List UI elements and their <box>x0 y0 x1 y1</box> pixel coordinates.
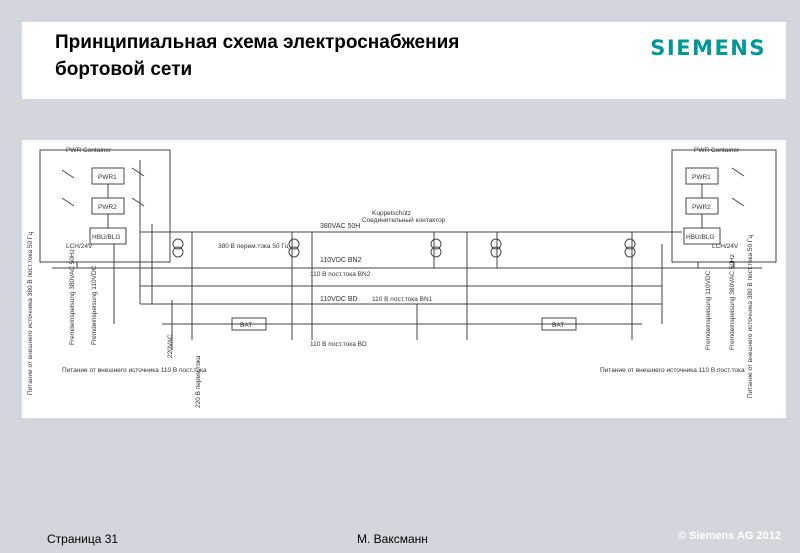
left-vert-1: Питание от внешнего источника 380 В пост… <box>27 232 34 395</box>
header-panel: Принципиальная схема электроснабжения бо… <box>22 22 786 99</box>
siemens-logo: SIEMENS <box>650 36 766 60</box>
bus-bn2-ru-label: 110 В пост.тока BN2 <box>310 271 371 278</box>
ext-left-label: Питание от внешнего источника 110 В пост… <box>62 367 207 374</box>
right-hbu-label: HBU/BLG <box>686 234 715 241</box>
left-lch-label: LCH/24V <box>66 243 93 250</box>
author: М. Ваксманн <box>357 532 428 546</box>
bus-bd-label: 110VDC BD <box>320 296 358 303</box>
left-pwr1-label: PWR1 <box>98 174 117 181</box>
coupler-subtitle: Соединительный контактор <box>362 216 446 224</box>
bus-bd-ru-label: 110 В пост.тока BD <box>310 341 367 348</box>
left-title: PWR Container <box>66 147 112 154</box>
bus-380-label: 380VAC 50H <box>320 223 360 230</box>
right-lch-label: LCH/24V <box>712 243 739 250</box>
left-bat-label: BAT <box>240 322 252 329</box>
page-number: Страница 31 <box>47 532 119 546</box>
power-supply-diagram: PWR Container PWR1 PWR2 HBU/BLG LCH/24V … <box>22 140 786 418</box>
left-hbu-label: HBU/BLG <box>92 234 121 241</box>
right-bat-box <box>541 317 577 331</box>
right-vert-3: Питание от внешнего источника 380 В пост… <box>747 235 754 398</box>
ext-right-label: Питание от внешнего источника 110 В пост… <box>600 367 745 374</box>
right-title: PWR Container <box>694 147 740 154</box>
right-container-box <box>671 149 777 263</box>
left-pwr2-label: PWR2 <box>98 204 117 211</box>
coupler-title: Kuppelschütz <box>372 210 411 217</box>
right-pwr1-label: PWR1 <box>692 174 711 181</box>
bus-bn2-label: 110VDC BN2 <box>320 257 362 264</box>
right-bat-label: BAT <box>552 322 564 329</box>
right-vert-2: Fremdeinspeisung 380VAC 50Hz <box>729 254 736 350</box>
bus-bn1-ru-label: 110 В пост.тока BN1 <box>372 296 433 303</box>
left-container-box <box>39 149 171 263</box>
schematic-svg: PWR Container PWR1 PWR2 HBU/BLG LCH/24V … <box>27 147 777 408</box>
left-vert-3: Fremdeinspeisung 110VDC <box>91 265 98 345</box>
copyright: © Siemens AG 2012 <box>677 530 781 542</box>
left-bat-box <box>231 317 267 331</box>
right-pwr2-label: PWR2 <box>692 204 711 211</box>
left-vert-2: Fremdeinspeisung 380VAC 50Hz <box>69 249 76 345</box>
right-vert-1: Fremdeinspeisung 110VDC <box>705 270 712 350</box>
bus-380-ru-label: 380 В перем.тока 50 Гц <box>218 243 289 250</box>
label-220-ru: 220 В перем.тока <box>195 355 202 408</box>
page-title: Принципиальная схема электроснабжения бо… <box>55 32 460 80</box>
label-220vac: 220VAC <box>167 334 174 358</box>
